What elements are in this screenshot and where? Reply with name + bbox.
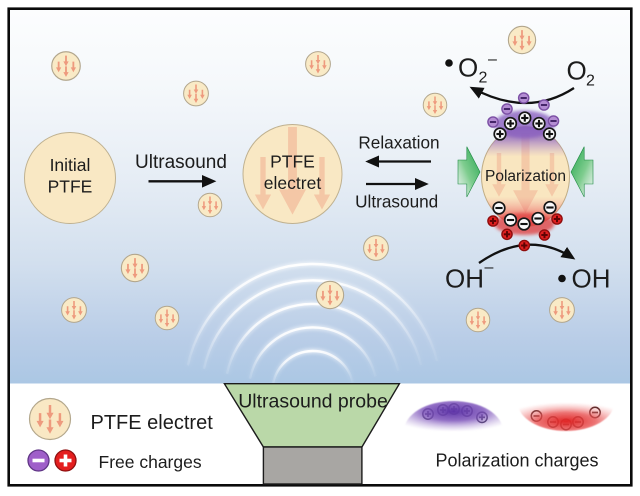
svg-text:PTFE electret: PTFE electret (91, 412, 214, 434)
svg-text:–: – (488, 51, 497, 68)
svg-text:2: 2 (586, 73, 595, 90)
svg-text:O: O (567, 56, 587, 86)
svg-text:PTFE: PTFE (48, 177, 93, 197)
svg-text:PTFE: PTFE (270, 152, 315, 172)
svg-text:Ultrasound: Ultrasound (135, 152, 227, 173)
svg-text:Initial: Initial (50, 155, 91, 175)
svg-text:Polarization charges: Polarization charges (435, 451, 598, 471)
svg-text:Free charges: Free charges (99, 452, 202, 472)
svg-text:OH: OH (445, 264, 484, 294)
svg-text:Polarization: Polarization (485, 168, 566, 185)
svg-text:Ultrasound probe: Ultrasound probe (238, 391, 388, 413)
svg-text:Relaxation: Relaxation (358, 133, 439, 153)
svg-text:O: O (458, 53, 478, 83)
svg-text:2: 2 (479, 70, 488, 87)
svg-text:electret: electret (264, 173, 322, 193)
svg-text:Ultrasound: Ultrasound (355, 192, 438, 212)
svg-text:OH: OH (572, 264, 611, 294)
svg-text:–: – (485, 259, 494, 276)
